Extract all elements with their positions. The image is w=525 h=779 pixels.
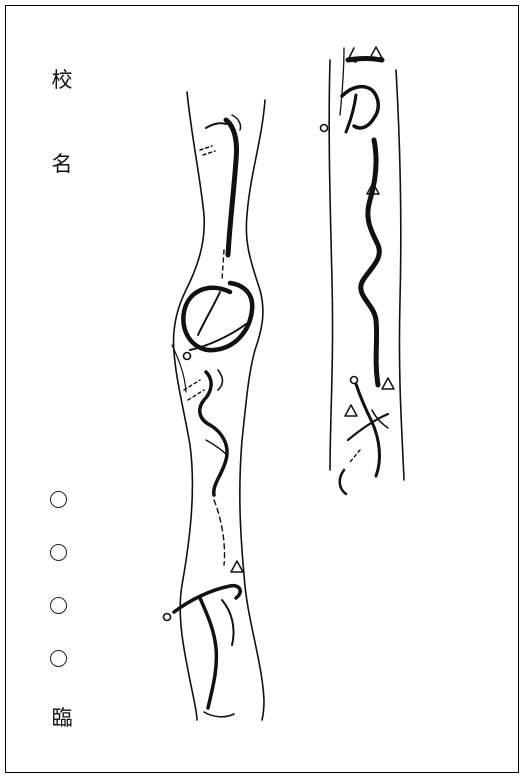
left-middle-stroke: [184, 370, 228, 565]
left-column-guide: [172, 92, 265, 720]
left-bottom-stroke: [164, 561, 244, 717]
right-wavy-stroke: [361, 140, 380, 385]
left-top-stroke: [200, 115, 241, 280]
right-bottom-stroke: [340, 377, 394, 495]
left-loop-stroke: [183, 283, 252, 360]
right-column-guide: [329, 48, 404, 480]
